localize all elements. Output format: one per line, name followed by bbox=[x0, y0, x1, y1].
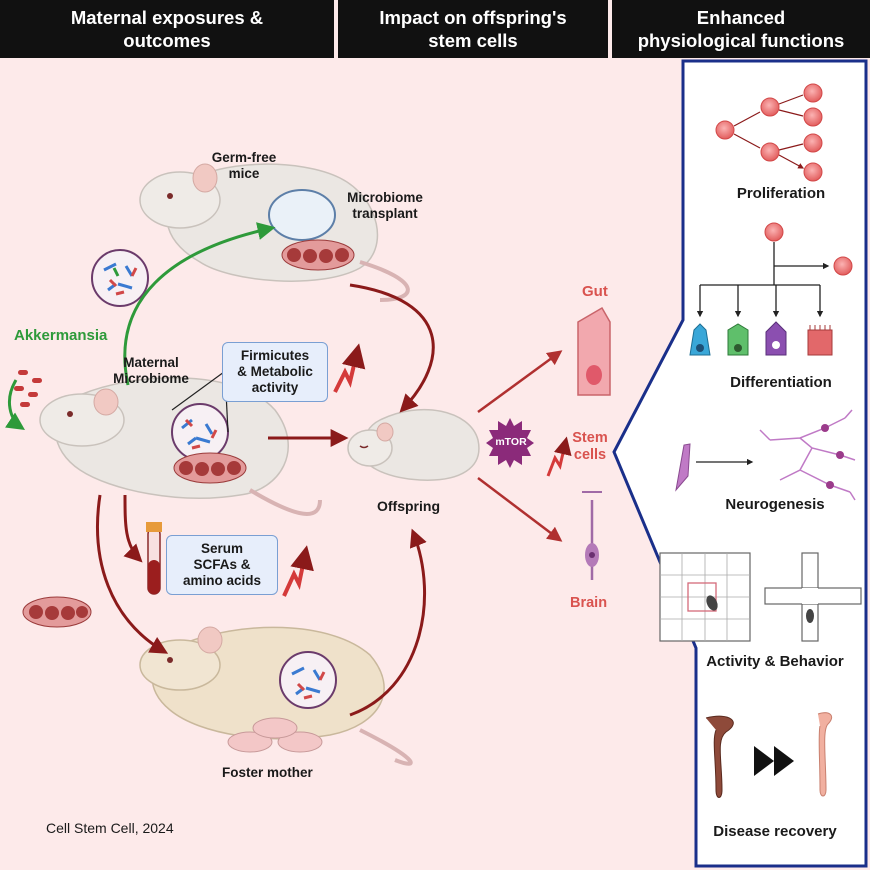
arrow-foster-to-offspring bbox=[349, 528, 427, 717]
right-panel bbox=[612, 59, 868, 868]
neuron-icon bbox=[582, 491, 602, 580]
fast-forward-icon bbox=[754, 746, 794, 776]
increase-arrow-icon bbox=[546, 436, 572, 477]
header-impact-stem-cells: Impact on offspring's stem cells bbox=[338, 0, 608, 58]
plus-maze-icon bbox=[764, 552, 862, 642]
differentiation-diagram bbox=[689, 222, 853, 356]
neurogenesis-diagram bbox=[675, 409, 856, 501]
mtor-label: mTOR bbox=[495, 436, 527, 448]
increase-arrow-icon bbox=[282, 545, 314, 597]
arrow-akkermansia-to-mouse bbox=[5, 379, 25, 430]
germ-free-label: Germ-free mice bbox=[211, 150, 277, 181]
foster-mother-label: Foster mother bbox=[222, 765, 313, 780]
proliferation-label: Proliferation bbox=[736, 185, 826, 202]
microbiome-transplant-label: Microbiome transplant bbox=[347, 190, 423, 221]
intestine-loose-icon bbox=[22, 596, 92, 628]
gut-label: Gut bbox=[582, 283, 608, 300]
header-enhanced-functions: Enhanced physiological functions bbox=[612, 0, 870, 58]
germ-free-mouse bbox=[139, 163, 410, 302]
akkermansia-label: Akkermansia bbox=[14, 327, 108, 344]
maternal-mouse bbox=[39, 377, 322, 516]
arrow-maternal-to-serum bbox=[123, 494, 143, 563]
arrow-offspring-to-gut bbox=[477, 350, 563, 414]
citation-text: Cell Stem Cell, 2024 bbox=[46, 820, 174, 836]
disease-recovery-label: Disease recovery bbox=[713, 823, 837, 840]
microbe-cluster-icon bbox=[91, 249, 149, 307]
maternal-microbiome-label: Maternal Microbiome bbox=[113, 355, 189, 386]
increase-arrow-icon bbox=[333, 343, 366, 393]
akkermansia-bacteria-icon bbox=[14, 370, 42, 407]
proliferation-diagram bbox=[715, 83, 823, 182]
offspring-mouse bbox=[347, 408, 480, 481]
arrow-maternal-to-foster bbox=[96, 494, 169, 654]
arrow-akkermansia-to-germfree bbox=[123, 222, 276, 386]
firmicutes-box: Firmicutes & Metabolic activity bbox=[222, 342, 328, 402]
colon-healthy-icon bbox=[817, 712, 833, 797]
serum-box: Serum SCFAs & amino acids bbox=[166, 535, 278, 595]
open-field-maze-icon bbox=[659, 552, 751, 642]
arrow-offspring-to-brain bbox=[477, 477, 563, 542]
header-maternal-exposures: Maternal exposures & outcomes bbox=[0, 0, 334, 58]
colon-damaged-icon bbox=[705, 715, 734, 798]
activity-behavior-label: Activity & Behavior bbox=[706, 653, 844, 670]
differentiation-label: Differentiation bbox=[730, 374, 832, 391]
arrow-germfree-to-offspring bbox=[349, 283, 435, 413]
gut-cell-icon bbox=[577, 306, 611, 396]
neurogenesis-label: Neurogenesis bbox=[725, 496, 825, 513]
brain-label: Brain bbox=[570, 595, 608, 611]
intestine-icon bbox=[281, 239, 355, 271]
mtor-burst-icon bbox=[486, 418, 534, 468]
foster-mother-mouse bbox=[139, 626, 413, 766]
blood-tube-icon bbox=[146, 522, 162, 595]
offspring-label: Offspring bbox=[377, 498, 440, 514]
stem-cells-label: Stem cells bbox=[572, 430, 608, 463]
